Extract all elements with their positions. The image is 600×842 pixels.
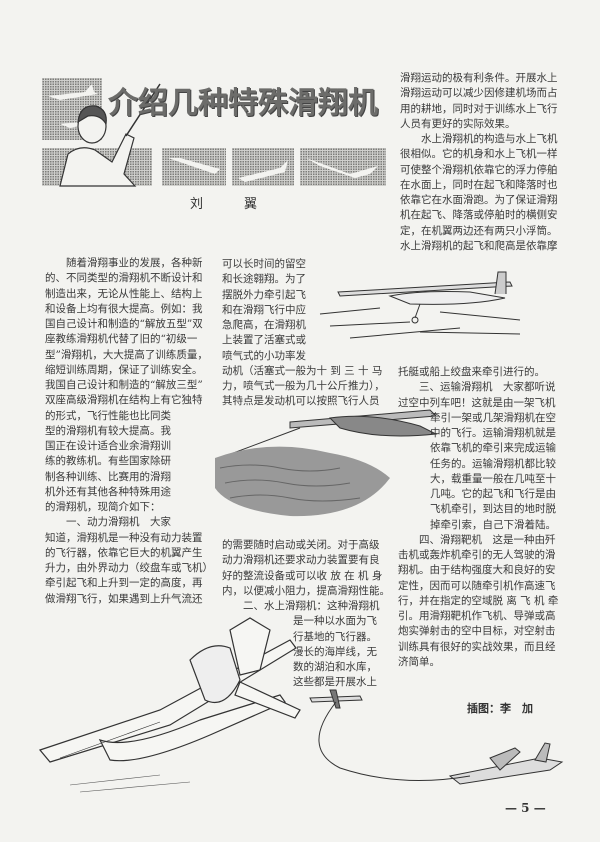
- text-line: 人员有更好的实际效果。: [400, 117, 516, 130]
- text-line: 的飞行器，依靠它巨大的机翼产生: [45, 546, 203, 559]
- text-line: 水上滑翔机的构造与水上飞机: [400, 133, 558, 145]
- banner-art: [48, 83, 378, 187]
- text-line: 双座高级滑翔机在结构上有它独特: [45, 394, 203, 407]
- text-line: 过空中列车吧！这就是由一架飞机: [398, 396, 556, 409]
- text-line: 其特点是发动机可以按照飞行人员: [222, 395, 380, 408]
- text-line: 托艇或船上绞盘来牵引进行的。: [398, 366, 545, 378]
- text-line: 摆脱外力牵引起飞: [222, 288, 306, 301]
- page-number: — 5 —: [505, 801, 546, 815]
- text-line: 大，载重量一般在几吨至十: [430, 472, 556, 485]
- text-line: 牵引一架或几架滑翔机在空: [430, 411, 556, 424]
- text-line: 炮实弹射击的空中目标，对空射击: [398, 625, 556, 638]
- text-line: 随着滑翔事业的发展，各种新: [45, 257, 203, 269]
- article-author: 刘 翼: [190, 197, 272, 212]
- illustration-credit: 插图：李 加: [467, 702, 533, 715]
- text-line: 练的教练机。有些国家除研: [45, 455, 171, 468]
- text-line: 制造出来，无论从性能上、结构上: [45, 287, 203, 300]
- text-line: 很相似。它的机身和水上飞机一样: [400, 148, 558, 161]
- text-line: 和长途翱翔。为了: [222, 273, 306, 286]
- text-line: 国自己设计和制造的“解放五型”双: [45, 318, 203, 330]
- text-line: 的形式，飞行性能也比同类: [45, 409, 171, 422]
- text-line: 的需要随时启动或关闭。对于高级: [222, 539, 380, 551]
- text-line: 飞机牵引，到达目的地时脱: [430, 503, 556, 516]
- text-line: 训练具有很好的实战效果，而且经: [398, 640, 556, 653]
- glider-silhouettes: [48, 84, 378, 182]
- text-line: 依靠它在水面滑跑。为了保证滑翔: [400, 194, 558, 206]
- text-line: 滑翔运动可以减少因修建机场而占: [400, 87, 558, 100]
- text-line: 引。用滑翔靶机作飞机、导弹或高: [398, 610, 556, 622]
- text-line: 力，喷气式一般为几十公斤推力），: [222, 380, 385, 392]
- text-line: 在水面上，同时在起飞和降落时也: [400, 178, 558, 191]
- title-banner: [40, 74, 386, 187]
- text-line: 几吨。它的起飞和飞行是由: [430, 488, 556, 500]
- text-line: 翔机。由于结构强度大和良好的安: [398, 564, 556, 577]
- text-line: 水上滑翔机的起飞和爬高是依靠摩: [400, 239, 558, 252]
- text-line: 定，在机翼两边还有两只小浮筒。: [400, 224, 558, 237]
- text-line: 和在滑翔飞行中应: [222, 303, 306, 316]
- text-line: 我国自己设计和制造的“解放三型”: [45, 379, 203, 391]
- text-line: 中的飞行。运输滑翔机就是: [430, 427, 556, 439]
- seaplane-glider-illustration: [319, 271, 521, 339]
- text-line: 任务的。运输滑翔机都比较: [430, 457, 556, 470]
- text-line: 座教练滑翔机代替了旧的“初级一: [45, 333, 198, 346]
- text-line: 行，并在指定的空域脱 离 飞 机 牵: [398, 594, 559, 607]
- text-line: 的、不同类型的滑翔机不断设计和: [45, 272, 203, 285]
- text-line: 型的滑翔机有较大提高。我: [45, 424, 171, 437]
- text-line: 济简单。: [398, 655, 440, 668]
- text-line: 滑翔运动的极有利条件。开展水上: [400, 72, 558, 84]
- text-line: 知道，滑翔机是一种没有动力装置: [45, 531, 203, 544]
- person-pointing-illustration: [59, 83, 161, 187]
- target-glider-tow-illustration: [309, 689, 564, 785]
- text-line: 三、运输滑翔机 大家都听说: [398, 381, 556, 394]
- water-waves: [215, 446, 390, 517]
- text-line: 行基地的飞行器。: [293, 630, 377, 643]
- powered-glider-illustration: [38, 617, 301, 793]
- banner-panel-bottom-2: [162, 148, 226, 186]
- text-line: 动力滑翔机还要求动力装置要有良: [222, 554, 380, 567]
- text-line: 掉牵引索，自己下滑着陆。: [430, 518, 556, 531]
- text-line: 可以长时间的留空: [222, 258, 306, 270]
- banner-panel-bottom-4: [300, 148, 386, 186]
- text-line: 牵引起飞和上升到一定的高度，再: [45, 577, 203, 590]
- text-line: 好的整流设备或可以收 放 在 机 身: [222, 569, 383, 582]
- text-line: 喷气式的小功率发: [222, 349, 306, 362]
- text-line: 缩短训练周期，保证了训练安全。: [45, 363, 203, 376]
- text-line: 型”滑翔机，大大提高了训练质量，: [45, 348, 208, 361]
- text-line: 的滑翔机，现简介如下：: [45, 501, 161, 513]
- transport-glider-tow-illustration: [215, 409, 438, 517]
- text-line: 急爬高，在滑翔机: [222, 319, 306, 331]
- text-line: 依靠飞机的牵引来完成运输: [430, 442, 556, 455]
- text-line: 动机（活塞式一般为十 到 三 十 马: [222, 364, 383, 377]
- text-line: 升力，由外界动力（绞盘车或飞机）: [45, 562, 213, 574]
- text-line: 可使整个滑翔机依靠它的浮力停舶: [400, 163, 558, 176]
- text-line: 漫长的海岸线，无: [293, 645, 377, 658]
- text-line: 内，以便减小阻力，提高滑翔性能。: [222, 584, 390, 597]
- text-line: 机外还有其他各种特殊用途: [45, 485, 171, 498]
- article-title: 介绍几种特殊滑翔机: [108, 86, 378, 121]
- text-line: 二、水上滑翔机：这种滑翔机: [222, 600, 380, 612]
- text-line: 做滑翔飞行，如果遇到上升气流还: [45, 592, 203, 605]
- text-line: 击机或轰炸机牵引的无人驾驶的滑: [398, 549, 556, 561]
- text-line: 国正在设计适合业余滑翔训: [45, 440, 171, 452]
- text-line: 这些都是开展水上: [293, 676, 377, 689]
- text-line: 上装置了活塞式或: [222, 334, 306, 347]
- text-line: 用的耕地，同时对于训练水上飞行: [400, 102, 558, 115]
- text-line: 制各种训练、比赛用的滑翔: [45, 470, 171, 483]
- text-line: 一、动力滑翔机 大家: [45, 516, 171, 529]
- text-line: 定性，因而可以随牵引机作高速飞: [398, 579, 556, 592]
- text-line: 是一种以水面为飞: [293, 615, 377, 628]
- text-line: 数的湖泊和水库，: [293, 661, 377, 673]
- text-line: 四、滑翔靶机 这是一种由歼: [398, 533, 556, 546]
- text-line: 和设备上均有很大提高。例如：我: [45, 302, 203, 315]
- text-line: 机在起飞、降落或停舶时的横侧安: [400, 209, 558, 222]
